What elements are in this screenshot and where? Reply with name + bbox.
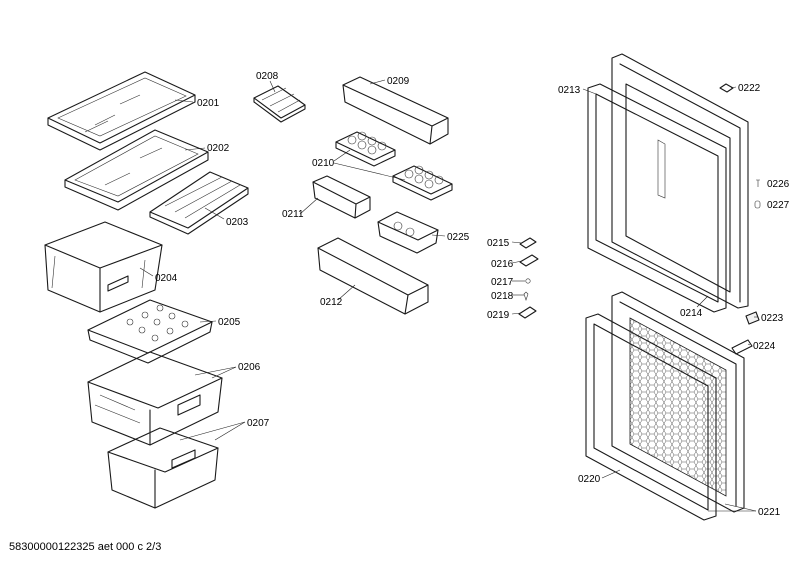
label-0222: 0222 — [738, 83, 761, 94]
label-0221: 0221 — [758, 507, 781, 518]
label-0207: 0207 — [247, 418, 270, 429]
label-0220: 0220 — [578, 474, 601, 485]
label-0206: 0206 — [238, 362, 261, 373]
hinge-parts — [518, 237, 539, 319]
label-0219: 0219 — [487, 310, 510, 321]
door-gasket-0221 — [585, 313, 717, 521]
label-0215: 0215 — [487, 238, 510, 249]
door-balcony-0209 — [342, 76, 449, 145]
dairy-box-0225 — [377, 211, 439, 254]
label-0217: 0217 — [491, 277, 514, 288]
freezer-drawer-0206 — [87, 351, 223, 446]
leader-lines — [139, 79, 758, 512]
upper-door-0213 — [611, 53, 749, 309]
egg-tray-0210 — [335, 131, 453, 201]
bottle-balcony-0212 — [317, 237, 429, 315]
label-0211: 0211 — [282, 209, 304, 220]
label-0225: 0225 — [447, 232, 470, 243]
shelf-cover-0203 — [149, 171, 249, 235]
label-0218: 0218 — [491, 291, 514, 302]
small-balcony-0211 — [312, 175, 371, 219]
label-0216: 0216 — [491, 259, 514, 270]
label-0203: 0203 — [226, 217, 249, 228]
freezer-drawer-0207 — [107, 427, 219, 509]
label-0223: 0223 — [761, 313, 784, 324]
label-0226: 0226 — [767, 179, 790, 190]
label-0227: 0227 — [767, 200, 790, 211]
label-0213: 0213 — [558, 85, 581, 96]
label-0205: 0205 — [218, 317, 241, 328]
glass-shelf-0201 — [47, 71, 196, 151]
cover-plate-0205 — [87, 299, 213, 364]
label-0209: 0209 — [387, 76, 410, 87]
ice-tray-0208 — [253, 85, 306, 123]
label-0201: 0201 — [197, 98, 220, 109]
label-0210: 0210 — [312, 158, 335, 169]
crisper-box-0204 — [44, 221, 163, 313]
document-footer: 58300000122325 aet 000 c 2/3 — [9, 541, 162, 553]
glass-shelf-0202 — [64, 129, 209, 211]
door-gasket-0214 — [587, 83, 727, 313]
label-0224: 0224 — [753, 341, 776, 352]
lower-door-0220 — [611, 291, 745, 513]
label-0208: 0208 — [256, 71, 279, 82]
label-0212: 0212 — [320, 297, 343, 308]
label-0214: 0214 — [680, 308, 703, 319]
label-0202: 0202 — [207, 143, 230, 154]
label-0204: 0204 — [155, 273, 178, 284]
small-right-parts — [719, 83, 761, 355]
